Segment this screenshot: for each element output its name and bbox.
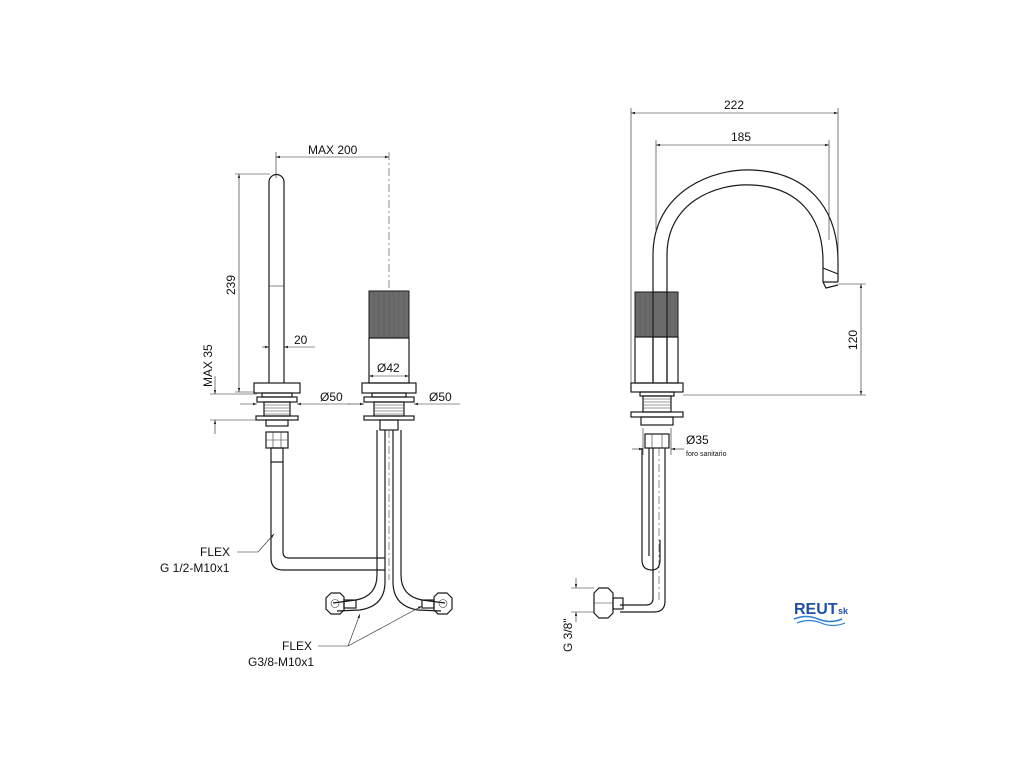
logo-main: REUT [794, 601, 838, 618]
dim-222: 222 [724, 98, 744, 112]
dim-d50-right: Ø50 [429, 390, 452, 404]
flex1-title: FLEX [200, 545, 230, 559]
dim-20: 20 [294, 333, 308, 347]
dim-239: 239 [224, 275, 238, 295]
flex2-spec: G3/8-M10x1 [248, 655, 314, 669]
flex2-title: FLEX [282, 639, 312, 653]
left-handle [325, 290, 453, 615]
logo-wave-icon [793, 615, 843, 623]
left-dimensions [210, 152, 460, 647]
dim-d35: Ø35 [686, 433, 709, 447]
dim-max35: MAX 35 [201, 344, 215, 387]
dim-d42: Ø42 [377, 361, 400, 375]
dim-max200: MAX 200 [308, 143, 358, 157]
dim-120: 120 [846, 330, 860, 350]
right-dimensions [571, 108, 866, 622]
flex1-spec: G 1/2-M10x1 [160, 561, 230, 575]
left-spout [253, 173, 385, 571]
right-mixer [593, 169, 839, 619]
logo-suffix: sk [838, 606, 849, 616]
dim-d50-left: Ø50 [320, 390, 343, 404]
foro-sanitario-label: foro sanitario [686, 451, 727, 458]
dim-g38: G 3/8" [561, 618, 575, 652]
reut-logo: REUT sk [793, 601, 849, 627]
dim-185: 185 [731, 130, 751, 144]
